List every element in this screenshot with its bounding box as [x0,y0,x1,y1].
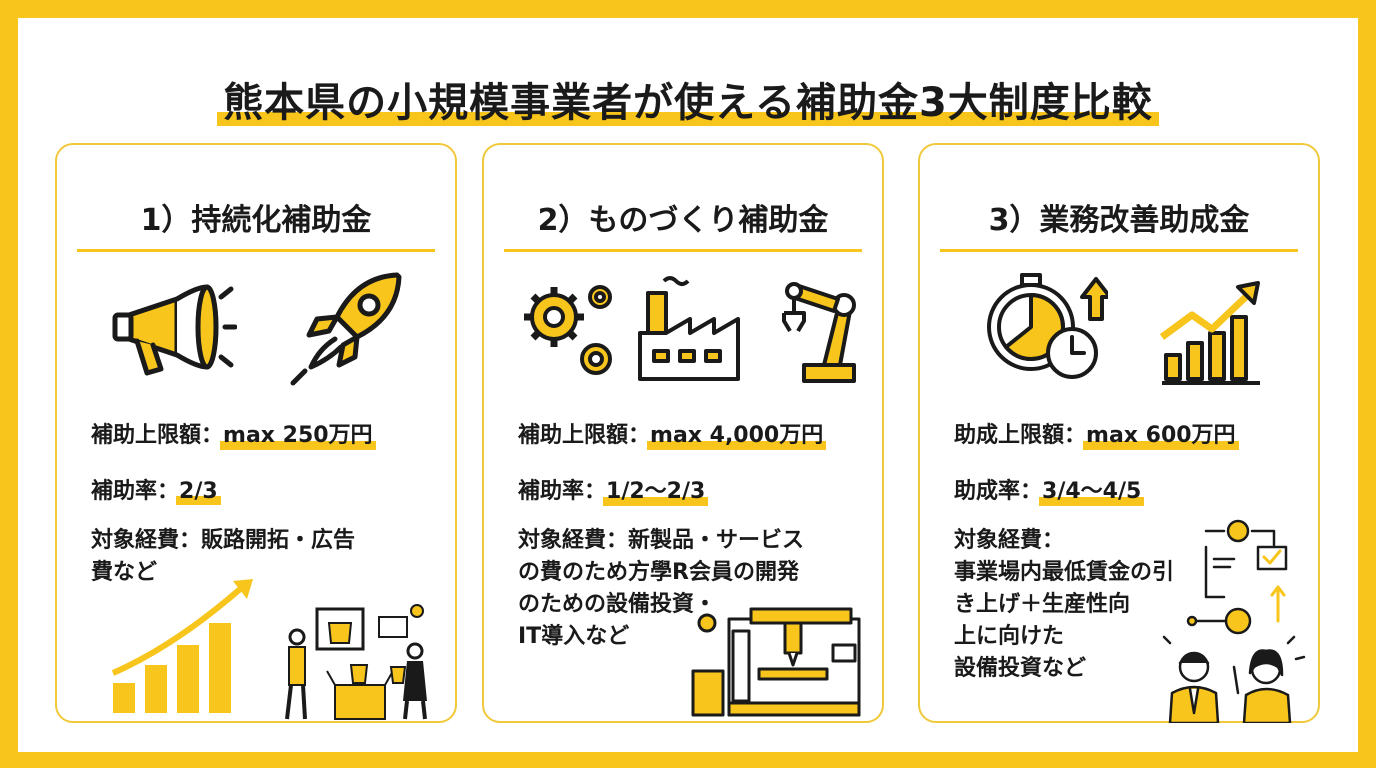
card-icons [484,267,882,387]
title-area: 熊本県の小規模事業者が使える補助金3大制度比較 [18,70,1358,128]
expense-line: 対象経費：販路開拓・広告 [91,528,356,553]
card-heading: 3）業務改善助成金 [988,203,1250,238]
rate-value: 2/3 [176,479,221,505]
value-highlight [220,441,376,450]
card-icons [57,267,455,387]
expense-text: 対象経費：販路開拓・広告 費など [91,525,355,589]
workflow-people-illustration [1162,519,1306,723]
value-highlight [647,441,827,450]
rate-row: 助成率：3/4〜4/5 [954,473,1145,506]
card-jizokuka: 1）持続化補助金 [55,143,457,723]
expense-line: の費のため方學R会員の開発 [518,560,799,585]
cnc-machine-illustration [691,607,861,717]
rocket-icon [290,272,402,386]
rate-value: 3/4〜4/5 [1039,473,1145,506]
rate-value: 1/2〜2/3 [603,473,709,506]
page-title: 熊本県の小規模事業者が使える補助金3大制度比較 [217,70,1159,128]
limit-value: max 250万円 [220,417,376,450]
card-divider [504,249,862,252]
limit-label: 補助上限額： [91,423,224,448]
rate-row: 補助率：1/2〜2/3 [518,473,709,506]
value-highlight [1083,441,1239,450]
card-monozukuri: 2）ものづくり補助金 [482,143,884,723]
expense-line: 対象経費：新製品・サービス [518,528,805,553]
factory-icon [638,276,740,381]
expense-line: 上に向けた [954,624,1065,649]
growth-chart-illustration [111,579,253,713]
rate-row: 補助率：2/3 [91,473,221,505]
expense-line: 設備投資など [954,656,1087,681]
card-icons [920,267,1318,387]
limit-label: 補助上限額： [518,423,651,448]
rate-label: 補助率： [91,479,180,504]
infographic-frame: 熊本県の小規模事業者が使える補助金3大制度比較 1）持続化補助金 [18,18,1358,752]
limit-row: 助成上限額：max 600万円 [954,417,1239,450]
stopwatch-icon [987,273,1108,379]
card-heading: 1）持続化補助金 [140,203,372,238]
expense-text: 対象経費：新製品・サービス の費のため方學R会員の開発 のための設備投資・ IT… [518,525,804,653]
value-highlight [603,497,709,506]
expense-line: 事業場内最低賃金の引 [954,560,1175,585]
expense-text: 対象経費： 事業場内最低賃金の引 き上げ＋生産性向 上に向けた 設備投資など [954,525,1174,685]
limit-value: max 600万円 [1083,417,1239,450]
expense-line: 費など [91,560,158,585]
expense-line: き上げ＋生産性向 [954,592,1131,617]
rate-label: 助成率： [954,479,1043,504]
megaphone-icon [112,284,237,376]
expense-line: のための設備投資・ [518,592,717,617]
limit-row: 補助上限額：max 250万円 [91,417,376,450]
title-highlight [217,112,1159,126]
value-highlight [176,496,221,505]
rising-chart-icon [1159,281,1260,385]
card-divider [77,249,435,252]
card-heading: 2）ものづくり補助金 [537,203,829,238]
rate-label: 補助率： [518,479,607,504]
expense-line: 対象経費： [954,528,1065,553]
robot-arm-icon [782,282,856,383]
gears-icon [524,285,612,375]
limit-label: 助成上限額： [954,423,1087,448]
card-gyomu-kaizen: 3）業務改善助成金 [918,143,1320,723]
limit-value: max 4,000万円 [647,417,827,450]
shopping-people-illustration [285,604,427,720]
limit-row: 補助上限額：max 4,000万円 [518,417,827,450]
card-divider [940,249,1298,252]
expense-line: IT導入など [518,624,630,649]
value-highlight [1039,497,1145,506]
